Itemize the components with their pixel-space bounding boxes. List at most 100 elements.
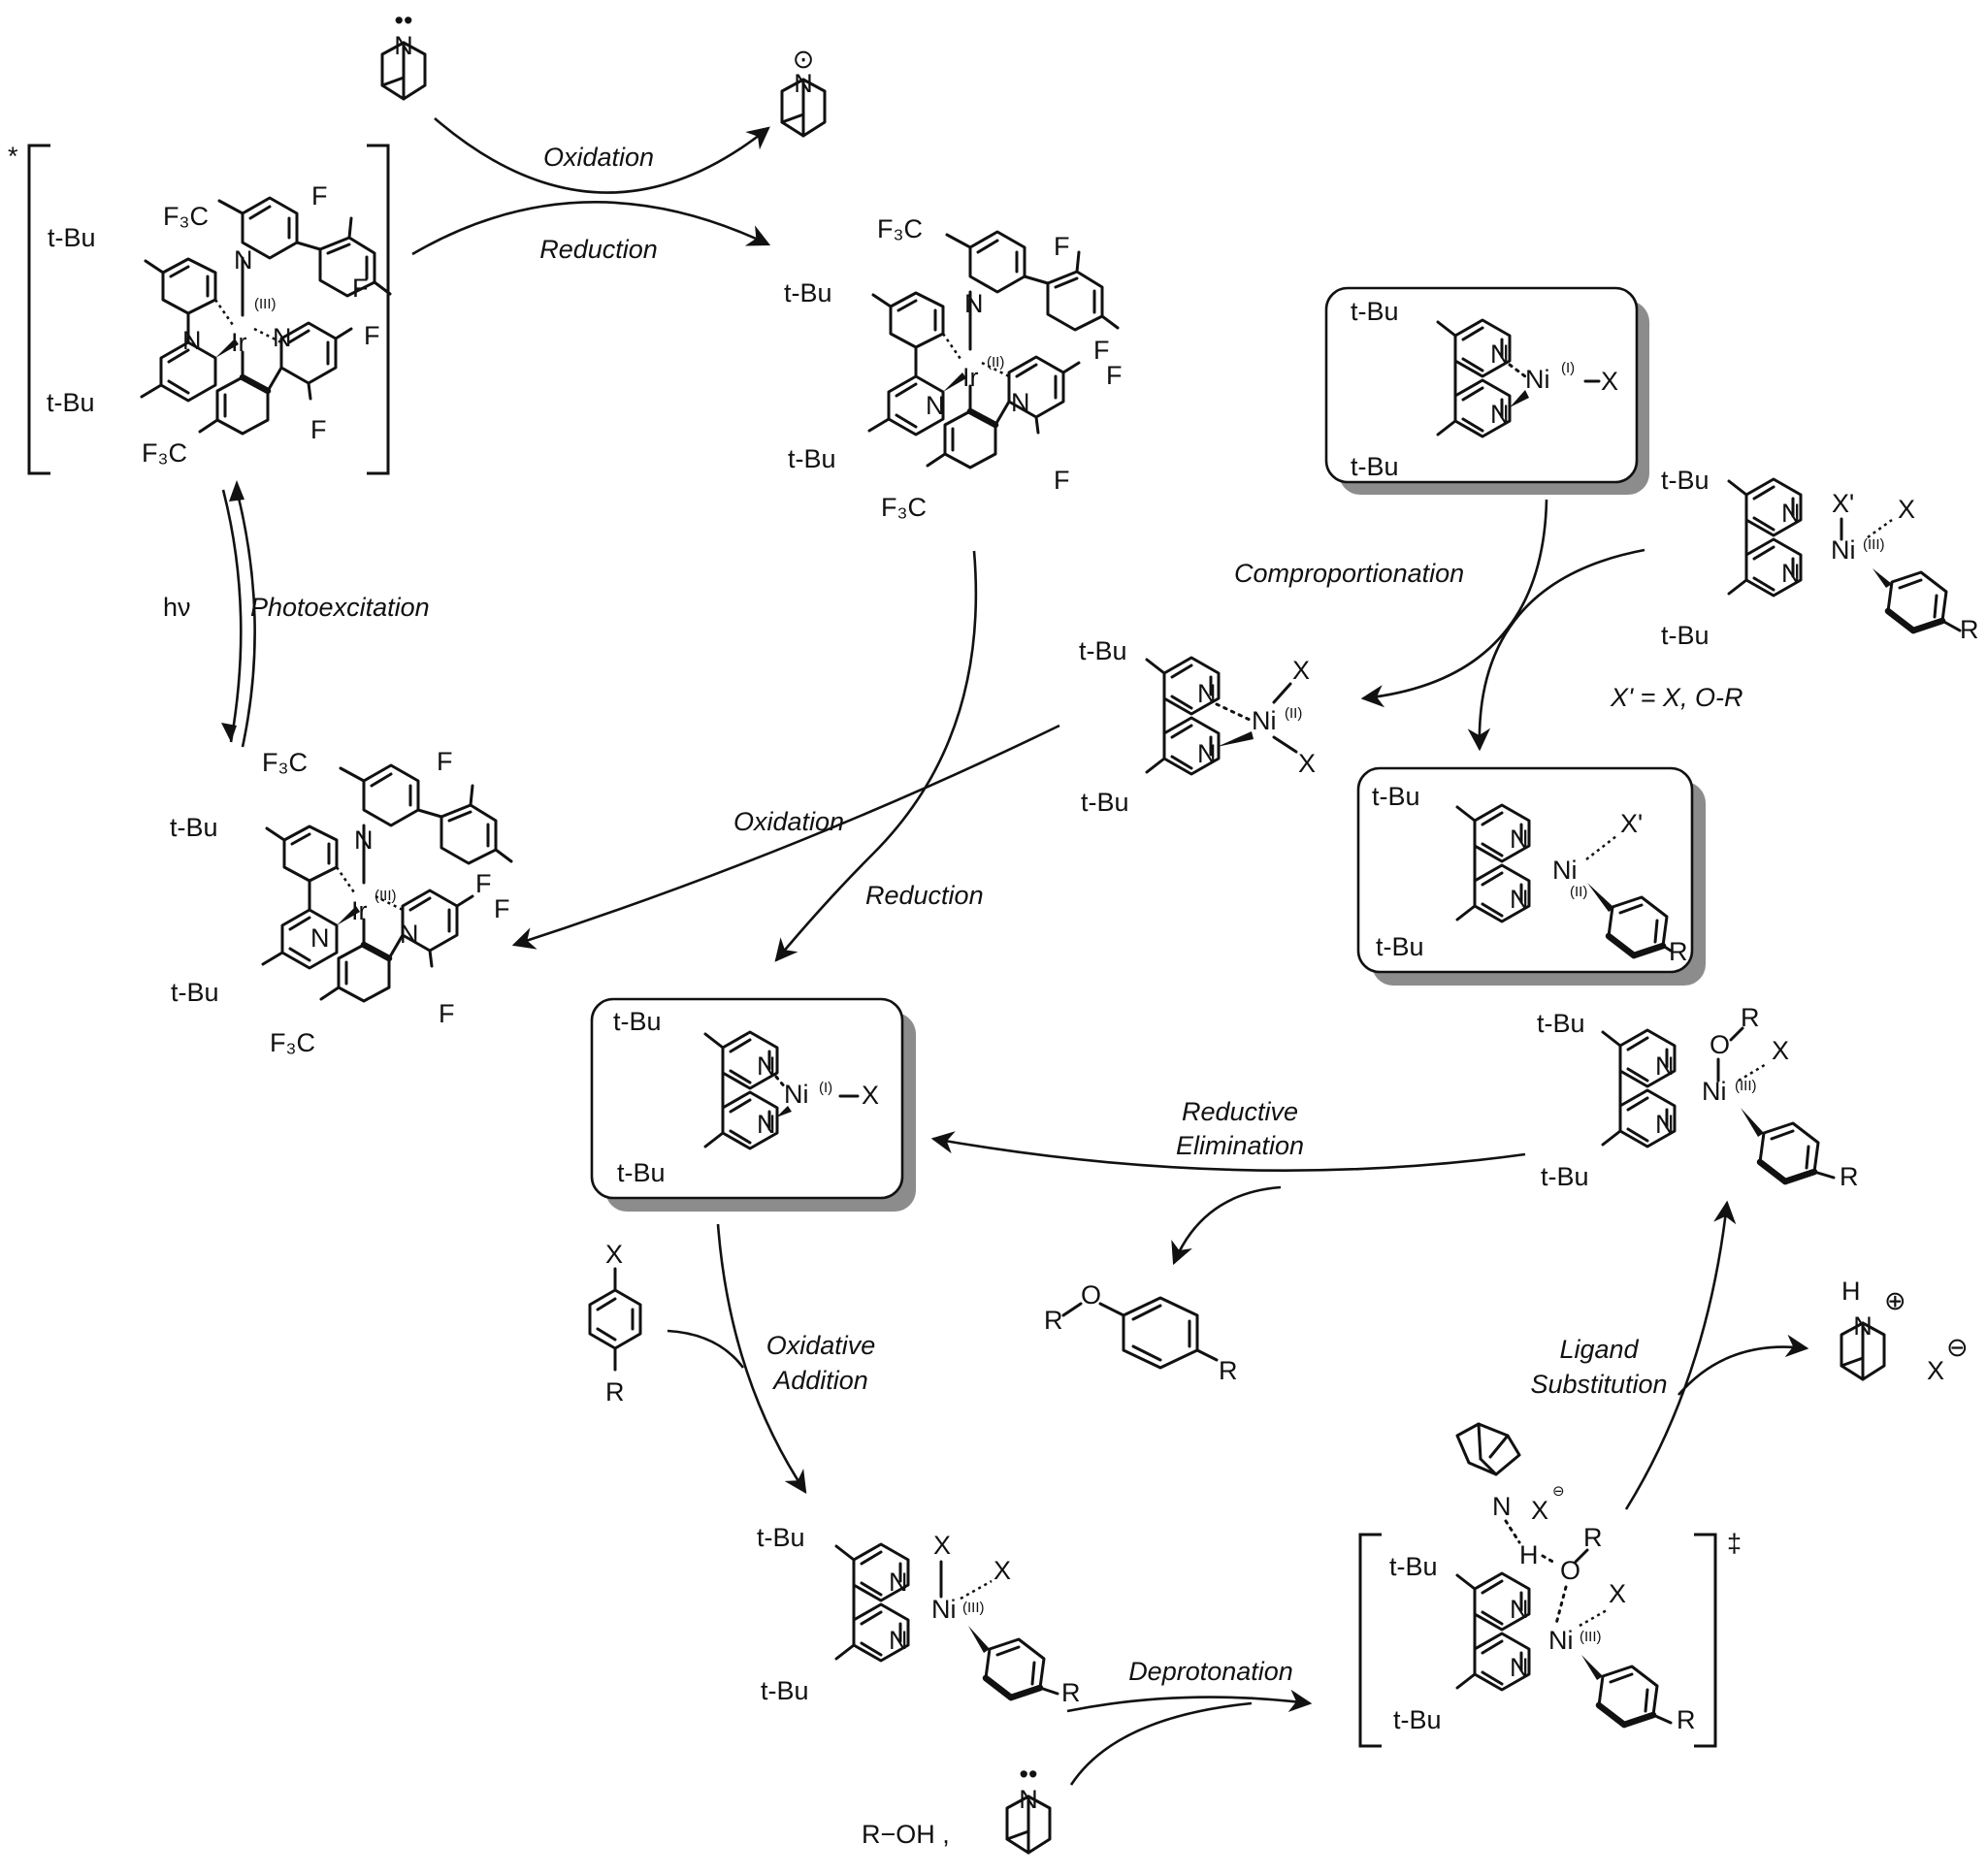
ir1-oxstate: (III) bbox=[254, 296, 277, 312]
ir1-ir: Ir bbox=[231, 328, 247, 357]
ni1a-n-top: N bbox=[1490, 340, 1510, 369]
counterion-minus: ⊖ bbox=[1946, 1333, 1969, 1362]
ni2b-r: R bbox=[1669, 937, 1688, 966]
ni1a-oxstate: (I) bbox=[1561, 360, 1575, 376]
excited-ir-iii-complex: * F₃C t-Bu F F N N N Ir (III) F F t-Bu F… bbox=[8, 142, 390, 475]
reductive-elimination-arrow bbox=[930, 1131, 1526, 1172]
ir2-tbu-top: t-Bu bbox=[784, 278, 832, 307]
ir3-f-bottom: F bbox=[439, 999, 455, 1028]
ni-iii-alkoxide-complex: t-Bu t-Bu N N Ni (III) O R X R bbox=[1537, 1003, 1859, 1191]
ni2a-ni: Ni bbox=[1252, 706, 1277, 735]
ir3-ir: Ir bbox=[351, 896, 368, 925]
label-reduction-top: Reduction bbox=[539, 235, 658, 264]
ir1-f3c-bottom: F₃C bbox=[142, 438, 187, 468]
ni2b-ni: Ni bbox=[1552, 856, 1578, 885]
ts-ni: Ni bbox=[1548, 1626, 1574, 1655]
deprotonation-arrow bbox=[1066, 1689, 1313, 1713]
comproportionation-arrow-left bbox=[1360, 499, 1548, 708]
quinuclidine-n: N bbox=[394, 31, 413, 60]
label-oxidative: Oxidative bbox=[766, 1331, 876, 1360]
transition-state: ‡ N X ⊖ H O R t-Bu t-Bu N N Ni (III) X R bbox=[1358, 1422, 1742, 1748]
quinuclidinium-h: H bbox=[1841, 1277, 1861, 1306]
ir1-f-pyr: F bbox=[364, 321, 380, 350]
ir2-oxstate: (II) bbox=[987, 354, 1004, 371]
ni3a-ni: Ni bbox=[1831, 535, 1856, 565]
label-x-prime-definition: X' = X, O-R bbox=[1610, 683, 1743, 712]
ir3-oxstate: (III) bbox=[375, 888, 397, 904]
oxidative-addition-arrow bbox=[716, 1223, 807, 1494]
ni1a-tbu-bottom: t-Bu bbox=[1351, 452, 1399, 481]
ir2-tbu-bottom: t-Bu bbox=[788, 444, 836, 473]
reagent-alcohol: R−OH , bbox=[862, 1820, 950, 1849]
label-deprotonation: Deprotonation bbox=[1128, 1657, 1293, 1686]
ts-n-top: N bbox=[1510, 1595, 1529, 1624]
ir2-f-bottom: F bbox=[1054, 466, 1070, 495]
ni3b-r-top: R bbox=[1741, 1003, 1760, 1032]
ni1a-x: X bbox=[1601, 367, 1618, 396]
ir1-f-right: F bbox=[352, 274, 369, 303]
ni1b-n-top: N bbox=[757, 1051, 776, 1081]
ni3c-tbu-bottom: t-Bu bbox=[761, 1676, 809, 1705]
product-release-arrow bbox=[1171, 1185, 1282, 1266]
quinuclidinium-release-arrow bbox=[1678, 1334, 1809, 1396]
ether-o: O bbox=[1081, 1280, 1101, 1310]
ni2b-n-top: N bbox=[1510, 825, 1529, 854]
ir3-n-right: N bbox=[400, 920, 419, 949]
ir1-n-top: N bbox=[234, 245, 253, 275]
ni-ii-dihalide: t-Bu t-Bu N N Ni (II) X X bbox=[1079, 636, 1316, 817]
label-reductive: Reductive bbox=[1182, 1097, 1298, 1126]
aryl-halide-reactant: X R bbox=[588, 1240, 642, 1407]
ts-r: R bbox=[1583, 1523, 1603, 1552]
ni3b-ni: Ni bbox=[1702, 1077, 1727, 1106]
label-comproportionation: Comproportionation bbox=[1234, 559, 1464, 588]
lone-pair: •• bbox=[395, 6, 413, 35]
ni3a-r: R bbox=[1960, 615, 1979, 644]
quinuclidinium-salt: H N ⊕ X ⊖ bbox=[1840, 1277, 1969, 1385]
ni3a-xprime: X' bbox=[1832, 489, 1854, 518]
ir1-f-bottom: F bbox=[310, 415, 327, 444]
ni3c-ni: Ni bbox=[931, 1595, 957, 1624]
ni3a-tbu-top: t-Bu bbox=[1661, 466, 1710, 495]
ni1a-tbu-top: t-Bu bbox=[1351, 297, 1399, 326]
ir3-f-pyr: F bbox=[494, 894, 510, 923]
ir2-n-top: N bbox=[964, 289, 984, 318]
ir2-f3c-top: F₃C bbox=[877, 214, 923, 243]
ligand-substitution-arrow bbox=[1624, 1200, 1737, 1510]
ni2a-n-bottom: N bbox=[1197, 739, 1217, 768]
ir-iii-complex: F₃C t-Bu F F N N N Ir (III) F F t-Bu F₃C bbox=[170, 747, 511, 1057]
ni3b-oxstate: (III) bbox=[1735, 1078, 1757, 1094]
quinuclidinium-n: N bbox=[1853, 1311, 1873, 1341]
ir2-f-right: F bbox=[1093, 336, 1110, 365]
ts-tbu-top: t-Bu bbox=[1389, 1552, 1438, 1581]
label-oxidation-top: Oxidation bbox=[543, 143, 654, 172]
ir1-n-right: N bbox=[273, 323, 292, 352]
ni1b-oxstate: (I) bbox=[819, 1080, 832, 1096]
base-feed-arrow bbox=[1069, 1701, 1253, 1786]
ni3b-r-bottom: R bbox=[1840, 1162, 1859, 1191]
ni1a-n-bottom: N bbox=[1490, 400, 1510, 429]
ni2a-oxstate: (II) bbox=[1285, 705, 1302, 722]
ni3b-tbu-bottom: t-Bu bbox=[1541, 1162, 1589, 1191]
comproportionation-arrow-down bbox=[1467, 548, 1645, 752]
oxidation-arrow-top bbox=[434, 117, 770, 194]
ts-tbu-bottom: t-Bu bbox=[1393, 1705, 1442, 1734]
ni3c-n-bottom: N bbox=[889, 1626, 908, 1655]
ni1a-ni: Ni bbox=[1525, 365, 1550, 394]
ni3b-tbu-top: t-Bu bbox=[1537, 1009, 1585, 1038]
ni1b-tbu-top: t-Bu bbox=[613, 1007, 662, 1036]
label-elimination: Elimination bbox=[1176, 1131, 1304, 1160]
ni3b-n-bottom: N bbox=[1655, 1110, 1675, 1139]
ni-iii-oxidative-addition-complex: t-Bu t-Bu N N Ni (III) X X R bbox=[757, 1523, 1081, 1707]
ts-quin-n: N bbox=[1492, 1492, 1512, 1521]
ir2-ir: Ir bbox=[962, 363, 979, 392]
ni3a-n-bottom: N bbox=[1781, 559, 1801, 588]
excited-star: * bbox=[8, 142, 18, 171]
radical-symbol: ⊙ bbox=[793, 45, 815, 74]
ni3b-n-top: N bbox=[1655, 1051, 1675, 1081]
label-hv: hν bbox=[163, 593, 191, 622]
ir3-f3c-top: F₃C bbox=[262, 748, 308, 777]
ni1b-tbu-bottom: t-Bu bbox=[617, 1158, 666, 1187]
ts-dagger: ‡ bbox=[1727, 1529, 1742, 1558]
ir2-n-right: N bbox=[1011, 388, 1030, 417]
ni1b-n-bottom: N bbox=[757, 1110, 776, 1139]
